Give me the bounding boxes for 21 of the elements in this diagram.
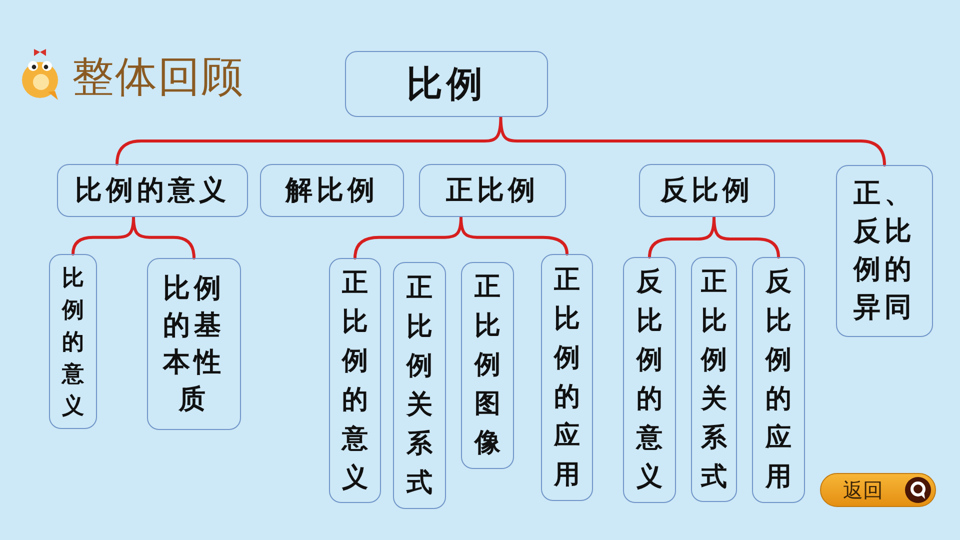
brace	[648, 216, 780, 258]
subtopic-box: 正比例的应用	[541, 254, 593, 501]
topic-box: 比例	[345, 51, 548, 117]
subtopic-box: 正比例图像	[461, 262, 514, 469]
brace	[116, 116, 886, 166]
subtopic-box: 比例的意义	[49, 254, 97, 429]
title: 整体回顾	[72, 52, 244, 102]
topic-box: 正比例	[419, 164, 566, 217]
subtopic-box: 正比例关系式	[393, 262, 446, 509]
subtopic-box: 正比例关系式	[691, 257, 737, 502]
subtopic-box: 正比例的意义	[329, 258, 381, 503]
subtopic-box: 比例的基本性质	[147, 258, 241, 430]
topic-box: 比例的意义	[57, 164, 248, 217]
topic-box: 解比例	[260, 164, 404, 217]
back-button: 返回	[820, 473, 936, 507]
topic-box: 反比例	[639, 164, 775, 217]
brace	[72, 216, 196, 260]
subtopic-box: 反比例的应用	[752, 257, 805, 503]
topic-box: 正、反比例的异同	[836, 165, 933, 337]
brace	[354, 216, 568, 260]
subtopic-box: 反比例的意义	[623, 257, 676, 503]
